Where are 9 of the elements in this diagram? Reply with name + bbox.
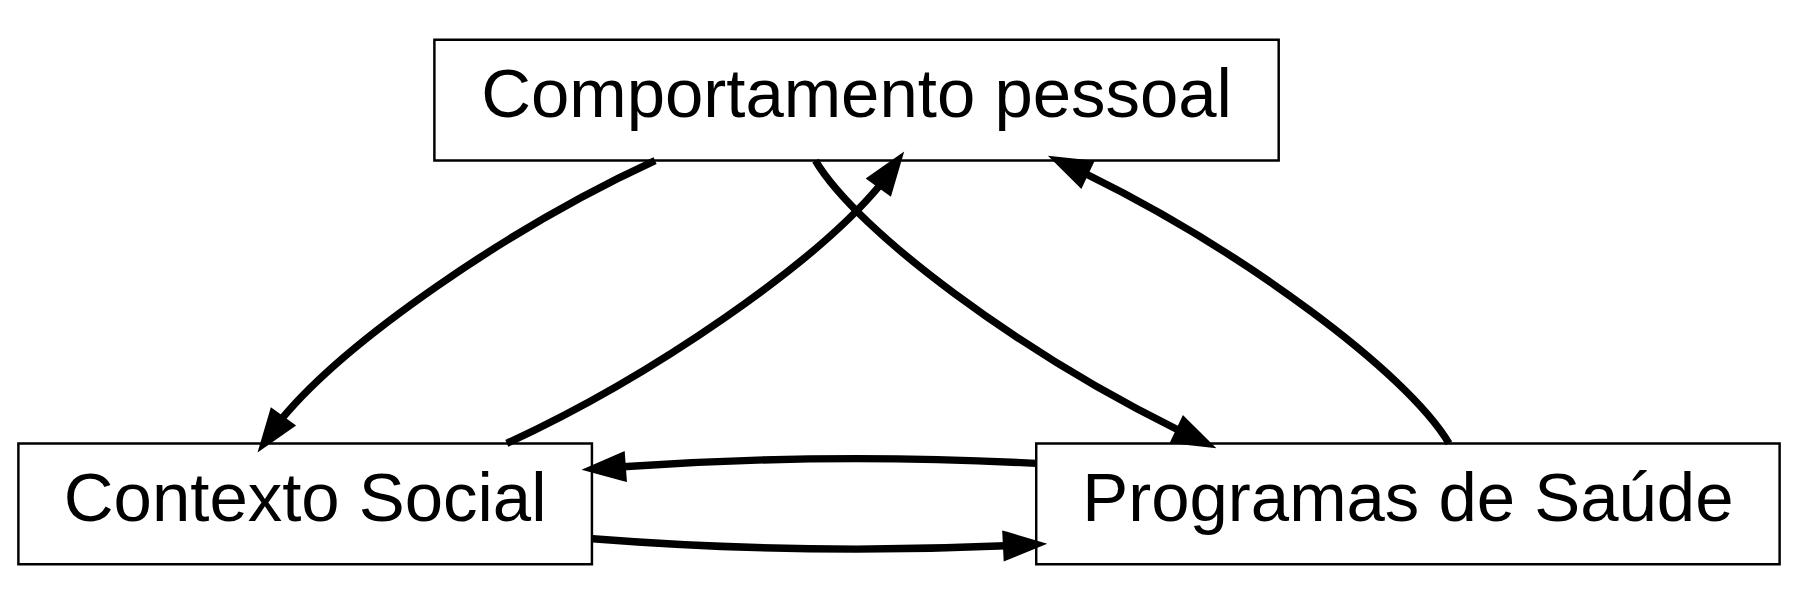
arrow (505, 151, 905, 447)
node-box: Programas de Saúde (1035, 441, 1781, 565)
arrow (812, 158, 1217, 448)
node-box: Comportamento pessoal (433, 38, 1280, 162)
arrow (592, 529, 1048, 561)
arrow (581, 450, 1037, 482)
arrow (1047, 155, 1453, 445)
arrow (257, 156, 657, 452)
node-box: Contexto Social (17, 441, 594, 565)
